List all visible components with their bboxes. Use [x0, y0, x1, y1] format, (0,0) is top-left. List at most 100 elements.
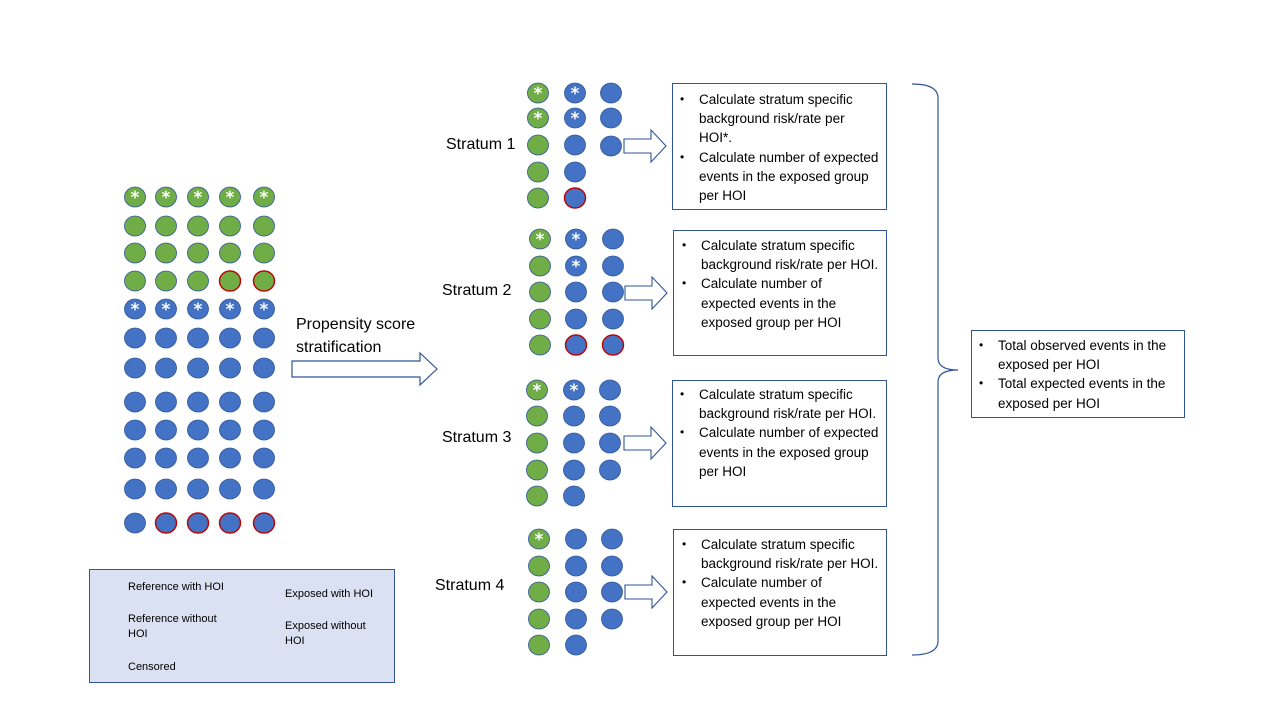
propensity-label-line1: Propensity score — [296, 316, 416, 333]
hoi-asterisk: * — [571, 109, 580, 129]
population-dot — [187, 215, 209, 237]
population-dot — [124, 391, 146, 413]
stratum-3-arrow — [623, 425, 667, 461]
population-dot — [218, 512, 242, 534]
population-dot — [187, 357, 209, 379]
propensity-label-line2: stratification — [296, 339, 382, 356]
population-dot — [253, 327, 275, 349]
stratum-1-dot — [527, 161, 549, 183]
stratum-1-arrow — [623, 128, 667, 164]
stratum-3-dot — [526, 405, 548, 427]
hoi-asterisk: * — [162, 300, 171, 320]
population-dot — [253, 447, 275, 469]
stratum-3-dot — [526, 459, 548, 481]
stratum-3-dot — [526, 485, 548, 507]
stratum-2-dot: * — [565, 255, 587, 277]
population-dot — [187, 327, 209, 349]
population-dot — [253, 478, 275, 500]
hoi-asterisk: * — [194, 188, 203, 208]
stratum-3-dot — [563, 485, 585, 507]
population-dot — [155, 478, 177, 500]
hoi-asterisk: * — [534, 109, 543, 129]
stratum-1-dot — [564, 161, 586, 183]
stratum-2-dot — [602, 255, 624, 277]
population-dot — [155, 419, 177, 441]
stratum-4-dot — [565, 608, 587, 630]
population-dot — [253, 215, 275, 237]
strata-arrows — [623, 128, 668, 610]
population-dot — [252, 512, 276, 534]
stratification-arrow — [291, 351, 438, 387]
stratum-1-dot — [600, 135, 622, 157]
hoi-asterisk: * — [226, 188, 235, 208]
stratum-1-dot — [527, 134, 549, 156]
stratum-2-dot — [602, 308, 624, 330]
population-dot — [124, 478, 146, 500]
population-dot — [219, 391, 241, 413]
stratum-4-dot — [601, 555, 623, 577]
hoi-asterisk: * — [572, 257, 581, 277]
population-dot — [218, 270, 242, 292]
hoi-asterisk: * — [194, 300, 203, 320]
population-dot — [154, 512, 178, 534]
population-dot — [253, 357, 275, 379]
hoi-asterisk: * — [260, 300, 269, 320]
stratum-1-dot: * — [527, 82, 549, 104]
hoi-asterisk: * — [571, 84, 580, 104]
stratum-2-dot — [529, 334, 551, 356]
stratum-4-label: Stratum 4 — [435, 577, 505, 594]
stratum-2-dot — [529, 255, 551, 277]
hoi-asterisk: * — [572, 230, 581, 250]
population-dot: * — [155, 298, 177, 320]
legend-exposed-without-hoi-line2: HOI — [285, 635, 305, 647]
hoi-asterisk: * — [533, 381, 542, 401]
stratum-1-dot: * — [564, 82, 586, 104]
population-dot — [219, 242, 241, 264]
population-dot — [155, 242, 177, 264]
stratum-2-dot: * — [565, 228, 587, 250]
stratum-2-dot — [529, 308, 551, 330]
population-dot: * — [124, 298, 146, 320]
legend-reference-without-hoi-line1: Reference without — [128, 613, 217, 625]
population-dot: * — [155, 186, 177, 208]
legend-censored: Censored — [128, 661, 176, 673]
stratum-4-dot — [528, 581, 550, 603]
stratum-4-dot — [601, 608, 623, 630]
population-dot — [187, 270, 209, 292]
stratum-3-dot — [599, 405, 621, 427]
stratum-1-bullet-2: Calculate number of expected events in t… — [680, 148, 880, 206]
population-dot — [155, 327, 177, 349]
stratum-4-bullet-2: Calculate number of expected events in t… — [682, 573, 880, 631]
totals-box: Total observed events in the exposed per… — [971, 330, 1185, 418]
population-dot — [186, 512, 210, 534]
population-dot: * — [187, 298, 209, 320]
stratum-2-bullet-1: Calculate stratum specific background ri… — [682, 236, 880, 274]
stratum-3-dot — [526, 432, 548, 454]
hoi-asterisk: * — [131, 188, 140, 208]
stratum-2-dot: * — [529, 228, 551, 250]
population-dot — [155, 447, 177, 469]
stratum-2-dot — [564, 334, 588, 356]
stratum-3-bullet-1: Calculate stratum specific background ri… — [680, 385, 880, 423]
population-dot — [253, 242, 275, 264]
population-grid: ********** — [124, 186, 276, 534]
population-dot — [187, 391, 209, 413]
strata-dots: ********** — [526, 82, 625, 656]
population-dot — [124, 242, 146, 264]
hoi-asterisk: * — [535, 530, 544, 550]
stratum-4-box: Calculate stratum specific background ri… — [673, 529, 887, 656]
right-brace — [911, 83, 959, 656]
hoi-asterisk: * — [162, 188, 171, 208]
population-dot — [219, 215, 241, 237]
population-dot — [252, 270, 276, 292]
population-dot: * — [219, 298, 241, 320]
stratum-1-box: Calculate stratum specific background ri… — [672, 83, 887, 210]
population-dot — [124, 215, 146, 237]
stratum-4-bullet-1: Calculate stratum specific background ri… — [682, 535, 880, 573]
stratum-4-dot: * — [528, 528, 550, 550]
legend-exposed-without-hoi: Exposed without HOI — [285, 619, 366, 649]
population-dot — [155, 215, 177, 237]
population-dot — [124, 419, 146, 441]
population-dot — [253, 391, 275, 413]
population-dot — [124, 447, 146, 469]
